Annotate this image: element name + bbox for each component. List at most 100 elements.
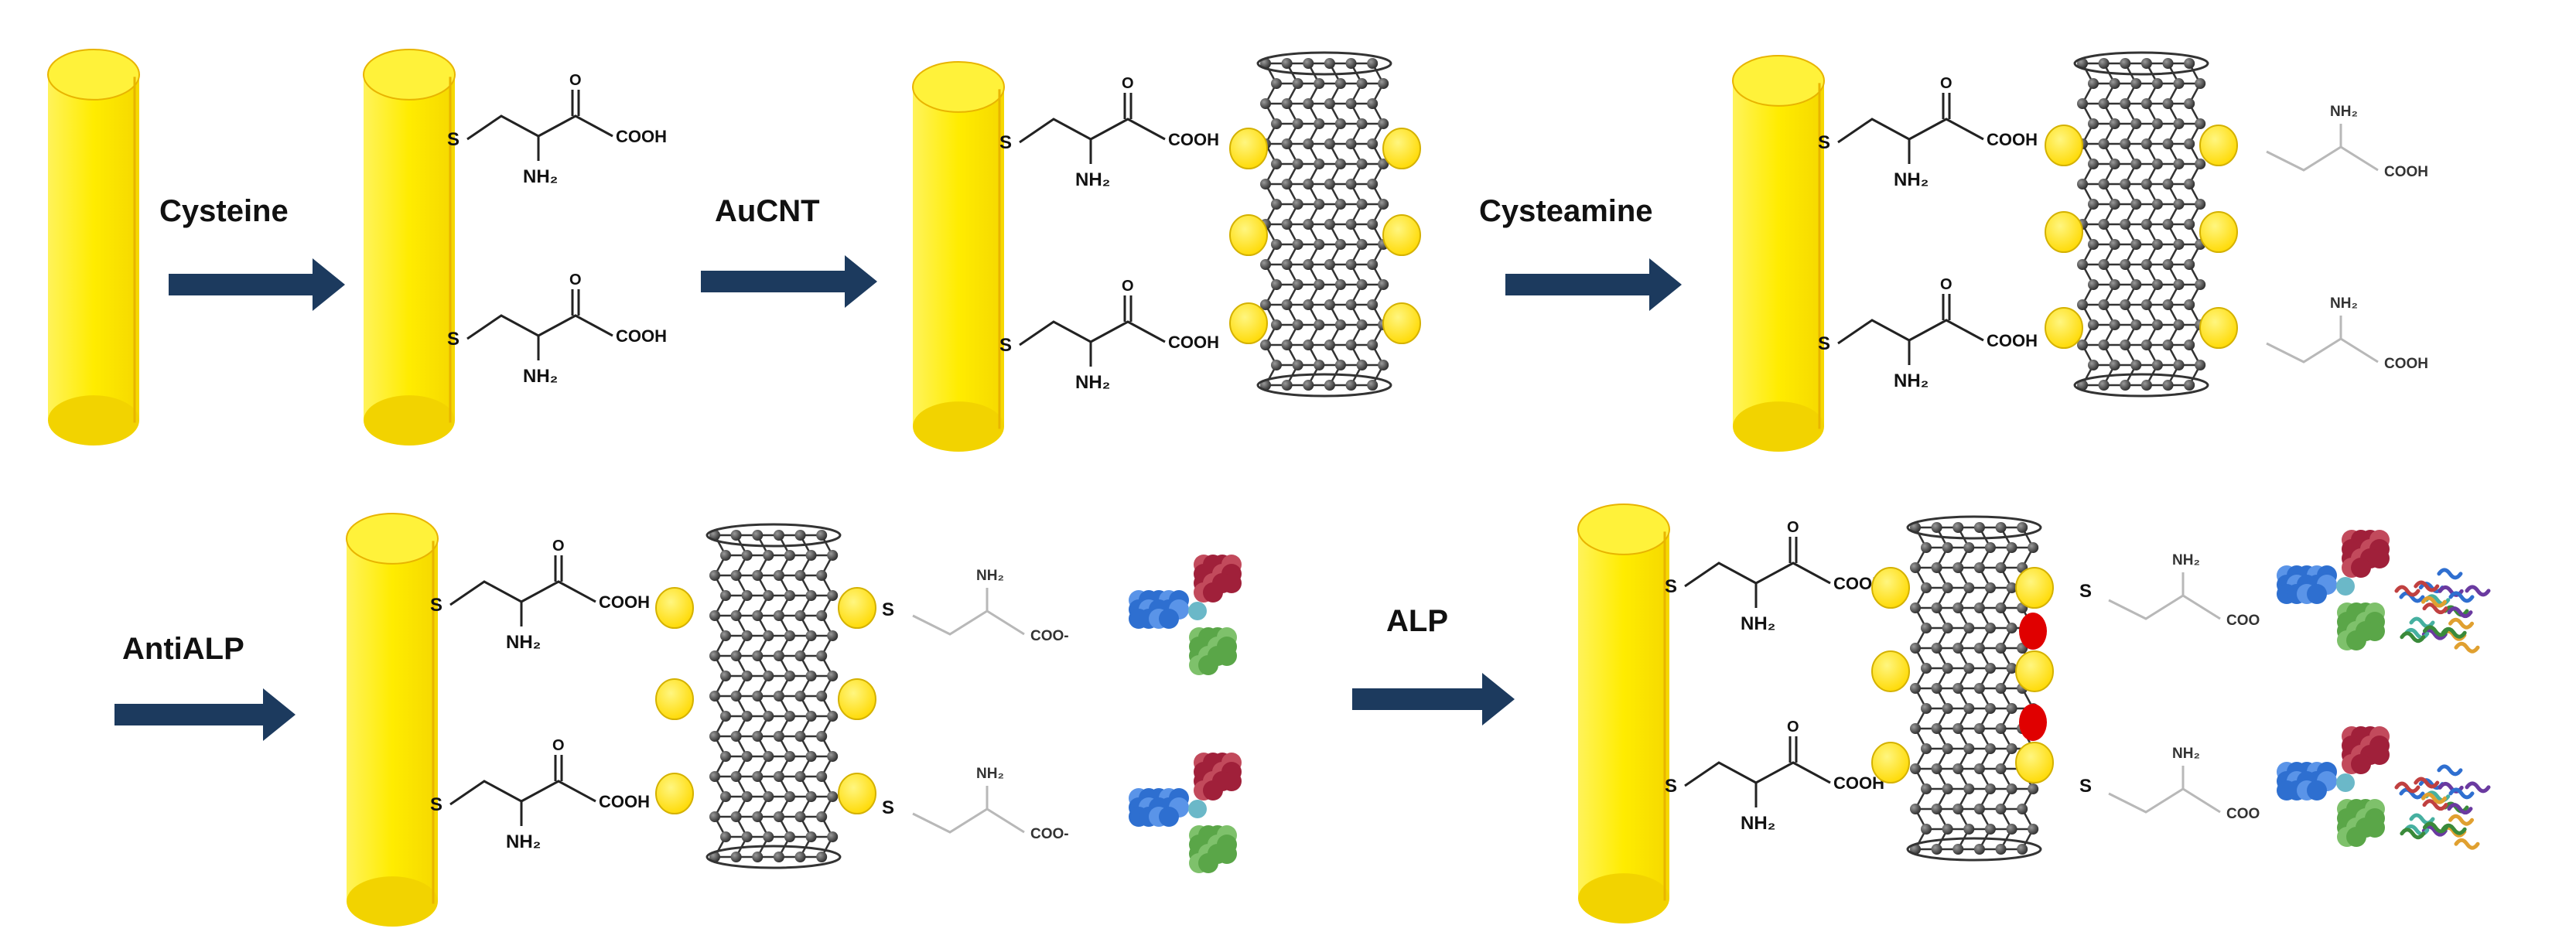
step-label-cysteamine: Cysteamine <box>1479 194 1653 228</box>
cysteamine-molecule-bottom: NH₂ COO <box>2108 746 2260 822</box>
process-arrow-cysteine <box>169 258 345 311</box>
cysteine-molecule-bottom: S O NH₂ COOH <box>1818 276 2038 391</box>
gold-nanoparticle <box>2045 211 2083 253</box>
anti-alp-antibody-top <box>2277 530 2390 650</box>
sulfur-atom-label: S <box>447 129 460 150</box>
anti-alp-antibody-top <box>1129 555 1242 675</box>
step-label-alp: ALP <box>1386 604 1448 638</box>
oxygen-atom-label: O <box>1787 519 1799 536</box>
gold-nanoparticle <box>2015 567 2054 609</box>
oxygen-atom-label: O <box>1940 276 1952 293</box>
process-arrow-alp <box>1352 673 1515 725</box>
amine-group-label: NH₂ <box>2172 552 2200 568</box>
amine-group-label: NH₂ <box>976 568 1004 584</box>
gold-nanoparticle <box>2199 125 2238 166</box>
process-arrow-cysteamine <box>1505 258 1682 311</box>
gold-nanoparticle <box>2015 650 2054 692</box>
carboxyl-group-label: COOH <box>2384 164 2428 180</box>
cysteamine-molecule-top: NH₂ COO <box>2108 552 2260 629</box>
carboxyl-group-label: COOH <box>599 792 650 811</box>
gold-nanoparticle <box>655 773 694 814</box>
sulfur-atom-label: S <box>1665 576 1677 597</box>
amine-group-label: NH₂ <box>1075 372 1110 393</box>
carboxyl-group-label: COOH <box>599 592 650 612</box>
step-label-antialp: AntiALP <box>122 632 244 666</box>
amine-group-label: NH₂ <box>1741 613 1775 634</box>
anti-alp-antibody-bottom <box>2277 726 2390 847</box>
gold-nanoparticle <box>1871 567 1910 609</box>
carboxyl-group-label: COOH <box>1987 331 2038 350</box>
amine-group-label: NH₂ <box>976 766 1004 782</box>
gold-nanoparticle <box>1871 650 1910 692</box>
cysteamine-molecule-bottom: NH₂ COOH <box>2266 295 2428 372</box>
gold-nanoparticle <box>1229 128 1268 169</box>
alp-enzyme-bottom <box>2394 764 2491 850</box>
gold-nanoparticle <box>838 587 876 629</box>
sulfur-atom-label: S <box>882 797 894 818</box>
carbon-nanotube <box>1256 51 1392 398</box>
oxygen-atom-label: O <box>569 271 582 288</box>
step-label-aucnt: AuCNT <box>715 194 820 228</box>
sulfur-atom-label: S <box>1818 333 1830 354</box>
carboxyl-group-label: COO <box>2226 806 2260 822</box>
carboxyl-group-label: COOH <box>1168 333 1219 352</box>
oxygen-atom-label: O <box>1122 75 1134 92</box>
gold-electrode-cysteine <box>363 48 456 445</box>
sulfur-atom-label: S <box>430 595 442 616</box>
carbon-nanotube <box>2073 51 2209 398</box>
gold-nanoparticle <box>2015 742 2054 783</box>
gold-nanoparticle <box>2199 211 2238 253</box>
process-arrow-aucnt <box>701 255 877 308</box>
carboxyl-group-label: COO- <box>1030 628 1069 644</box>
carbon-nanotube <box>705 523 842 869</box>
amine-group-label: NH₂ <box>1894 370 1929 391</box>
cysteine-molecule-top: S O NH₂ COOH <box>1818 75 2038 190</box>
sulfur-atom-label: S <box>999 335 1012 356</box>
oxygen-atom-label: O <box>1122 278 1134 295</box>
sulfur-atom-label: S <box>2079 776 2092 797</box>
gold-nanoparticle <box>838 678 876 720</box>
amine-group-label: NH₂ <box>506 632 541 653</box>
amine-group-label: NH₂ <box>1894 169 1929 190</box>
oxygen-atom-label: O <box>552 538 565 555</box>
oxygen-atom-label: O <box>1940 75 1952 92</box>
gold-electrode-bare <box>47 48 140 445</box>
amine-group-label: NH₂ <box>1741 813 1775 834</box>
carboxyl-group-label: COO <box>2226 613 2260 629</box>
amine-group-label: NH₂ <box>506 831 541 852</box>
anti-alp-antibody-bottom <box>1129 753 1242 873</box>
amine-group-label: NH₂ <box>2172 746 2200 762</box>
sulfur-atom-label: S <box>447 329 460 350</box>
carboxyl-group-label: COOH <box>1168 130 1219 149</box>
sulfur-atom-label: S <box>1665 776 1677 797</box>
gold-electrode-cysteamine <box>1732 55 1825 452</box>
gold-electrode-aucnt <box>912 61 1005 452</box>
sulfur-atom-label: S <box>882 599 894 620</box>
gold-nanoparticle <box>2045 307 2083 349</box>
gold-nanoparticle <box>1871 742 1910 783</box>
alp-enzyme-top <box>2394 568 2491 654</box>
sulfur-atom-label: S <box>999 132 1012 153</box>
gold-nanoparticle <box>1382 214 1421 256</box>
sulfur-atom-label: S <box>1818 132 1830 153</box>
cysteamine-molecule-top: NH₂ COOH <box>2266 104 2428 180</box>
amine-group-label: NH₂ <box>523 366 558 387</box>
carboxyl-group-label: COOH <box>1987 130 2038 149</box>
carboxyl-group-label: COOH <box>616 127 667 146</box>
gold-electrode-antialp <box>346 513 439 927</box>
amine-group-label: NH₂ <box>523 166 558 187</box>
cysteine-molecule-bottom: S O NH₂ COOH <box>999 278 1219 393</box>
carbon-nanotube <box>1906 515 2042 862</box>
process-arrow-antialp <box>114 688 296 741</box>
alp-binding-marker-top <box>2019 613 2047 650</box>
amine-group-label: NH₂ <box>2330 295 2358 312</box>
carboxyl-group-label: COOH <box>2384 356 2428 372</box>
sulfur-atom-label: S <box>430 794 442 815</box>
amine-group-label: NH₂ <box>2330 104 2358 120</box>
cysteamine-molecule-top: NH₂ COO- <box>912 568 1069 644</box>
